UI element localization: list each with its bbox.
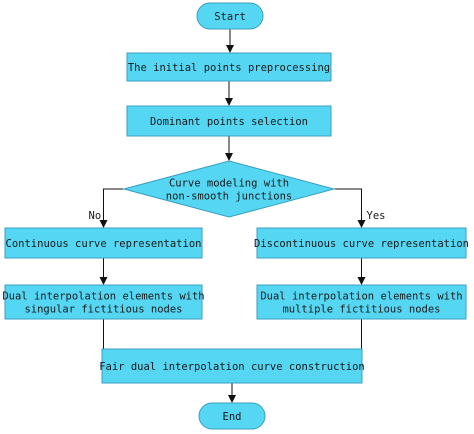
node-label: Dual interpolation elements with xyxy=(260,291,462,303)
node-start: Start xyxy=(196,2,264,30)
node-shape-process xyxy=(126,52,332,82)
node-label: Discontinuous curve representation xyxy=(254,238,469,250)
node-discontinuous: Discontinuous curve representation xyxy=(254,227,469,259)
node-shape-process xyxy=(256,284,467,320)
edge-labels-layer: No Yes xyxy=(89,210,386,222)
node-label: Curve modeling with xyxy=(169,178,289,190)
node-shape-process xyxy=(4,284,203,320)
node-label: Fair dual interpolation curve constructi… xyxy=(99,361,365,373)
node-dual-singular: Dual interpolation elements withsingular… xyxy=(2,284,205,320)
node-label: Start xyxy=(214,11,246,23)
node-continuous: Continuous curve representation xyxy=(4,227,203,259)
node-label: multiple fictitious nodes xyxy=(282,304,440,316)
node-label: non-smooth junctions xyxy=(166,191,292,203)
edge-label-no: No xyxy=(89,210,102,222)
node-preprocess: The initial points preprocessing xyxy=(126,52,332,82)
node-label: Continuous curve representation xyxy=(6,238,202,250)
node-shape-process xyxy=(256,227,467,259)
node-label: End xyxy=(223,411,242,423)
node-shape-terminal xyxy=(196,2,264,30)
node-shape-terminal xyxy=(198,402,266,430)
node-label: The initial points preprocessing xyxy=(128,62,330,74)
node-end: End xyxy=(198,402,266,430)
node-shape-decision xyxy=(122,160,336,218)
edge-decision-to-continuous xyxy=(99,188,124,228)
node-shape-process xyxy=(4,227,203,259)
node-shape-process xyxy=(126,105,332,137)
node-fair: Fair dual interpolation curve constructi… xyxy=(99,348,365,384)
node-dominant: Dominant points selection xyxy=(126,105,332,137)
node-label: Dual interpolation elements with xyxy=(2,291,204,303)
edge-label-yes: Yes xyxy=(367,210,386,222)
node-shape-process xyxy=(101,348,363,384)
edge-decision-to-discontinuous xyxy=(334,188,366,228)
node-label: singular fictitious nodes xyxy=(24,304,182,316)
node-label: Dominant points selection xyxy=(150,116,308,128)
node-dual-multiple: Dual interpolation elements withmultiple… xyxy=(256,284,467,320)
